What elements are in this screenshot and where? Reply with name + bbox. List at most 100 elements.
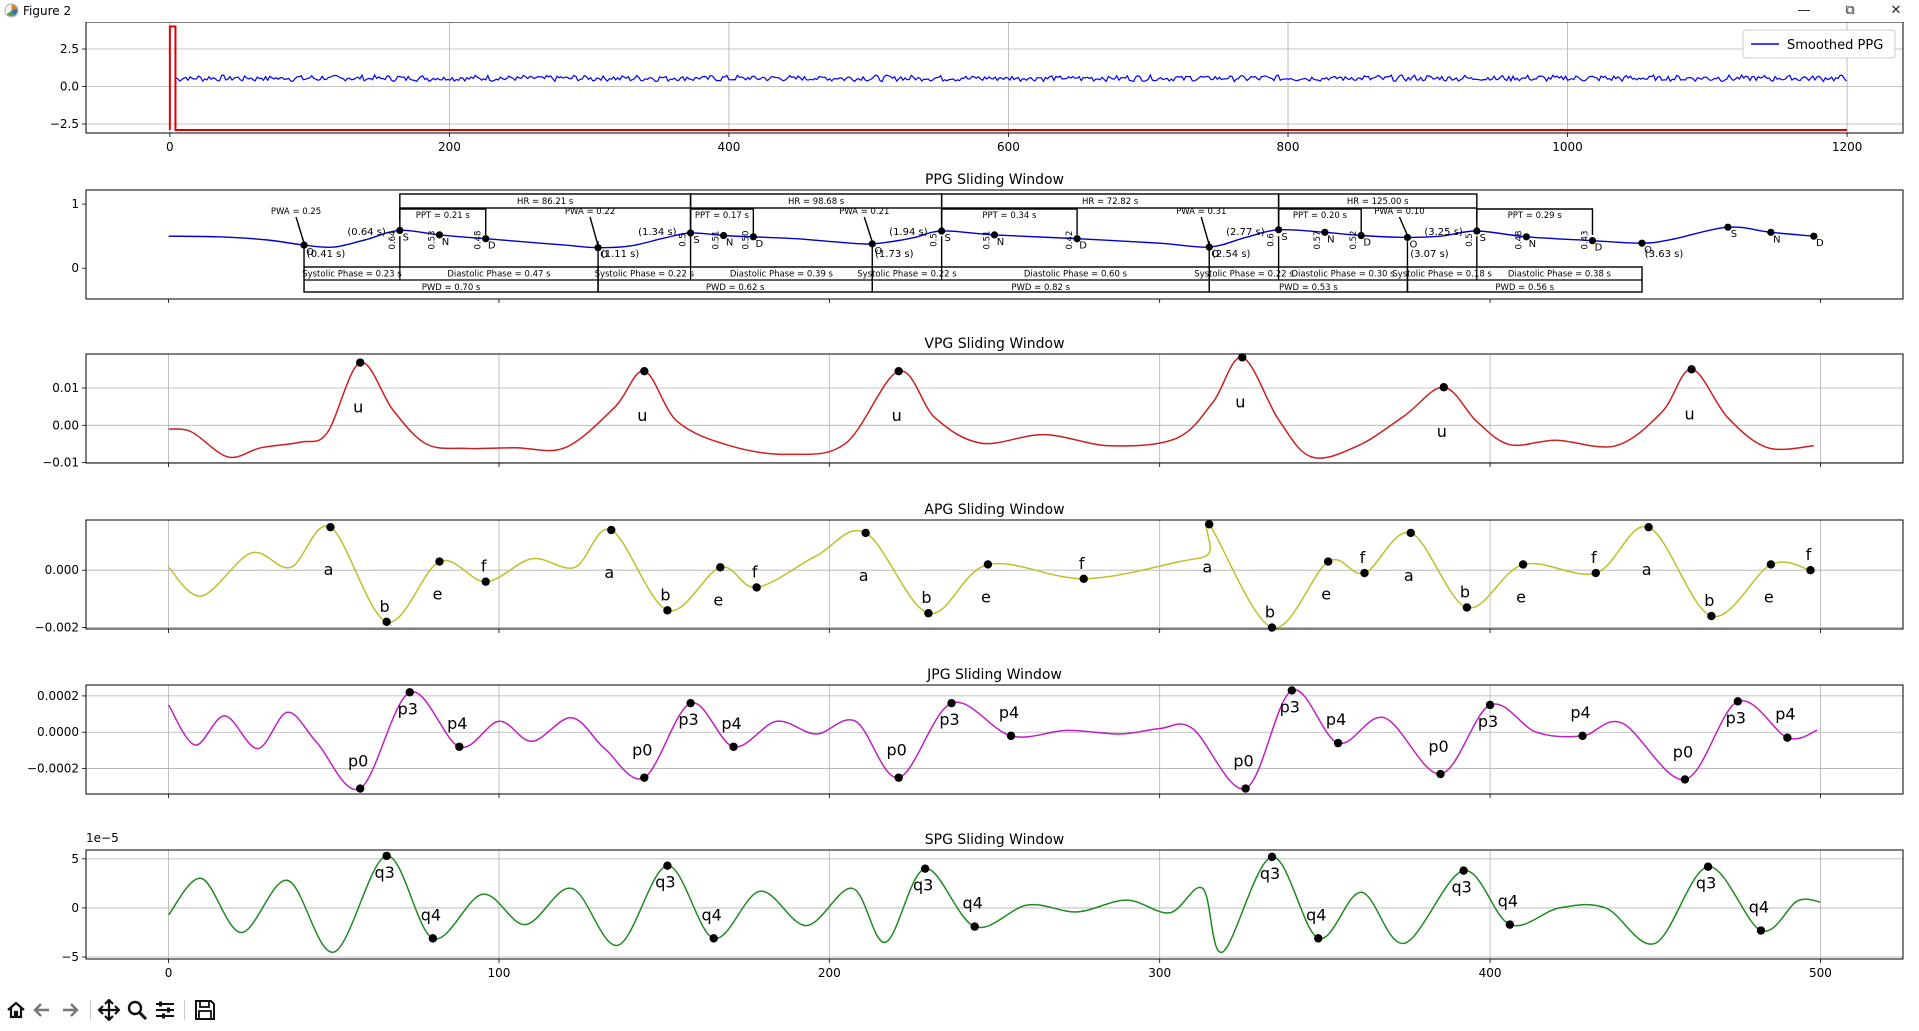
ppt-label: PPT = 0.34 s — [982, 211, 1037, 221]
vpg-marker-label: u — [892, 406, 902, 425]
jpg-marker-label: p0 — [887, 741, 907, 760]
forward-button[interactable] — [58, 998, 82, 1022]
matplotlib-icon — [4, 3, 19, 18]
ytick-label: 5 — [71, 852, 79, 866]
spg-marker-point — [1267, 852, 1277, 862]
move-icon — [98, 999, 120, 1021]
apg-marker-point — [435, 557, 444, 566]
ppg-marker-label: N — [726, 238, 733, 249]
apg-marker-label: f — [481, 557, 487, 576]
ppg-marker-point — [1357, 231, 1365, 240]
close-icon: ✕ — [1890, 3, 1902, 18]
pan-button[interactable] — [97, 998, 121, 1022]
apg-marker-point — [326, 522, 335, 532]
jpg-marker-point — [1241, 784, 1250, 793]
apg-marker-label: f — [1591, 548, 1597, 567]
ppg-marker-label: S — [1731, 229, 1737, 240]
ppg-marker-point — [1522, 233, 1530, 241]
spg-marker-label: q4 — [1306, 905, 1326, 924]
vpg-marker-point — [356, 358, 365, 367]
ppg-marker-point — [482, 235, 490, 243]
zoom-button[interactable] — [125, 998, 149, 1022]
axes-title: PPG Sliding Window — [925, 172, 1064, 188]
spg-marker-label: q4 — [421, 905, 441, 924]
legend-label: Smoothed PPG — [1787, 38, 1883, 53]
ppg-amplitude-label: 0.6 — [1267, 233, 1277, 247]
ytick-label: 0.0000 — [37, 725, 79, 739]
systolic-phase-label: Systolic Phase = 0.22 s — [857, 270, 957, 280]
ppg-marker-point — [1724, 223, 1732, 231]
ppg-marker-label: D — [488, 241, 496, 252]
spg-marker-point — [1756, 926, 1766, 935]
jpg-marker-label: p4 — [721, 714, 741, 733]
ppt-box — [689, 208, 755, 235]
pwa-arrow — [1398, 216, 1409, 236]
apg-marker-label: a — [324, 560, 334, 579]
apg-marker-point — [663, 606, 672, 615]
ppg-marker-label: S — [403, 232, 409, 243]
jpg-marker-point — [640, 773, 649, 782]
axes-frame — [85, 22, 1904, 134]
apg-marker-label: a — [1642, 560, 1652, 579]
ppg-marker-label: N — [1529, 239, 1536, 250]
configure-button[interactable] — [153, 998, 177, 1022]
pwa-arrow — [1200, 216, 1210, 246]
apg-marker-point — [1591, 568, 1600, 578]
pwd-label: PWD = 0.82 s — [1011, 283, 1070, 293]
peak-time-label: (3.25 s) — [1424, 227, 1463, 238]
maximize-icon: ⧉ — [1845, 3, 1855, 18]
ppg-marker-label: O — [1211, 249, 1219, 260]
ppg-marker-point — [435, 231, 444, 239]
apg-marker-label: b — [1704, 591, 1714, 610]
ppg-marker-label: S — [944, 233, 950, 244]
apg-marker-point — [1707, 611, 1716, 621]
home-button[interactable] — [4, 998, 28, 1022]
axes-background — [86, 520, 1903, 629]
back-button[interactable] — [30, 998, 54, 1022]
ppg-marker-point — [300, 241, 308, 249]
ppg-marker-label: S — [1281, 232, 1287, 243]
maximize-button[interactable]: ⧉ — [1827, 0, 1873, 22]
save-button[interactable] — [193, 998, 217, 1022]
vpg-marker-label: u — [1437, 422, 1447, 441]
spg-marker-point — [1314, 934, 1323, 943]
apg-marker-point — [1267, 623, 1277, 632]
floppy-icon — [195, 1000, 215, 1020]
jpg-marker-label: p0 — [1428, 737, 1448, 756]
minimize-button[interactable]: — — [1781, 0, 1827, 22]
ppg-marker-point — [1810, 232, 1818, 240]
close-button[interactable]: ✕ — [1873, 0, 1919, 22]
ytick-label: −0.0002 — [27, 762, 79, 776]
axes-background — [86, 354, 1903, 463]
jpg-marker-point — [1485, 700, 1495, 710]
ppg-amplitude-label: 0.42 — [1065, 231, 1075, 250]
jpg-marker-point — [1680, 775, 1690, 784]
apg-marker-label: f — [1079, 554, 1085, 573]
apg-marker-label: f — [1360, 548, 1366, 567]
apg-marker-point — [607, 525, 616, 535]
jpg-marker-label: p4 — [447, 714, 467, 733]
ytick-label: 0.00 — [52, 418, 79, 432]
jpg-marker-point — [1783, 733, 1792, 742]
ytick-label: −0.002 — [35, 621, 79, 635]
apg-marker-point — [1806, 565, 1815, 575]
systolic-phase-label: Systolic Phase = 0.22 s — [595, 270, 695, 280]
axes-background — [86, 190, 1903, 299]
apg-marker-point — [1644, 522, 1653, 532]
smoothed-ppg-line — [175, 73, 1847, 83]
peak-time-label: (0.64 s) — [347, 227, 386, 238]
peak-time-label: (1.94 s) — [889, 227, 928, 238]
hr-label: HR = 86.21 s — [517, 197, 574, 207]
apg-marker-point — [716, 563, 725, 572]
ppg-marker-label: O — [600, 250, 608, 261]
ppt-label: PPT = 0.17 s — [695, 211, 750, 221]
sliders-icon — [156, 1001, 174, 1019]
apg-marker-label: b — [380, 597, 390, 616]
toolbar-separator — [184, 1000, 185, 1020]
axes-background — [86, 850, 1903, 959]
ytick-label: 0.0002 — [37, 689, 79, 703]
xtick-label: 300 — [1148, 966, 1171, 980]
apg-marker-label: b — [1265, 603, 1275, 622]
